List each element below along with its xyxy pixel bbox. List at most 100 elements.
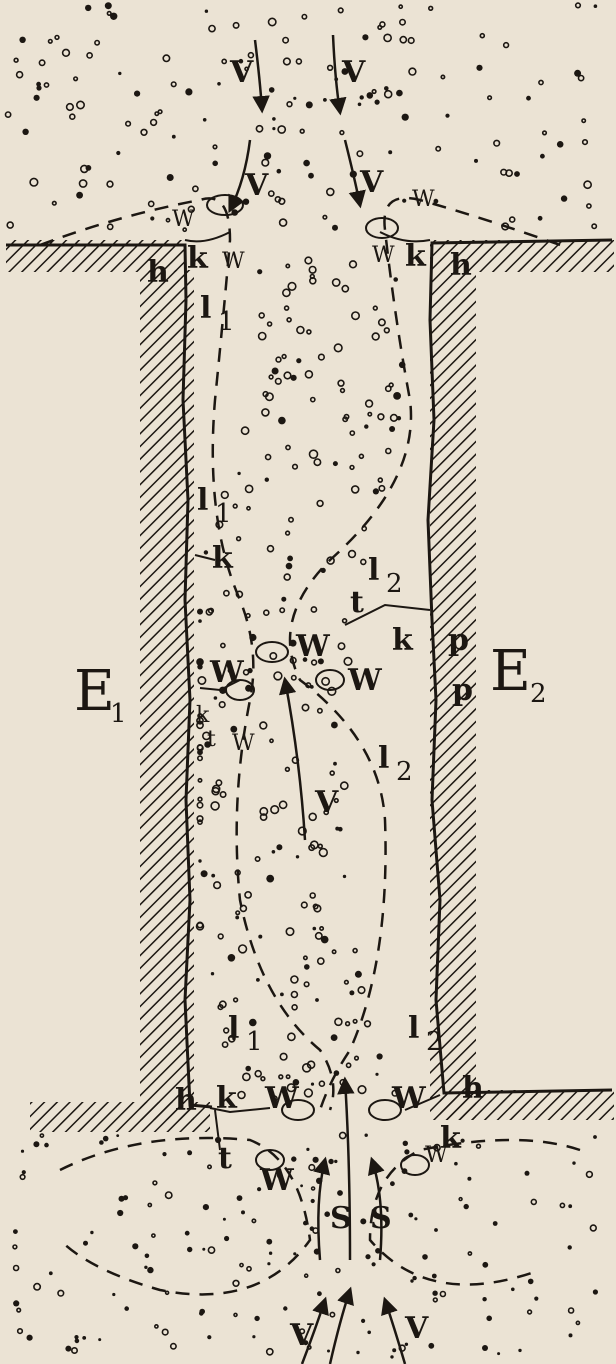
particle — [245, 892, 251, 898]
particle — [459, 1198, 462, 1201]
particle — [296, 59, 301, 64]
particle — [103, 1136, 109, 1142]
particle — [367, 1331, 371, 1335]
particle — [468, 1252, 471, 1255]
particle — [33, 1141, 39, 1147]
particle — [257, 269, 262, 274]
particle — [105, 2, 112, 9]
particle — [539, 80, 543, 84]
particle — [358, 1086, 366, 1094]
particle — [390, 1181, 395, 1186]
particle — [49, 1271, 53, 1275]
particle — [197, 803, 202, 808]
label-E2: E — [490, 639, 531, 704]
particle — [297, 327, 304, 334]
particle — [569, 1333, 573, 1337]
label-w-3: W — [372, 243, 395, 268]
label-v-2: V — [341, 55, 366, 90]
particle — [269, 87, 275, 93]
particle — [408, 1213, 413, 1218]
label-k-4: k — [392, 623, 414, 658]
particle — [386, 449, 391, 454]
particle — [53, 201, 57, 205]
particle — [132, 1243, 138, 1249]
particle — [587, 204, 591, 208]
particle — [276, 379, 282, 385]
particle — [286, 264, 289, 267]
particle — [153, 1181, 157, 1185]
particle — [238, 1092, 245, 1099]
particle — [362, 34, 368, 40]
particle — [568, 1204, 572, 1208]
particle — [276, 844, 282, 850]
label-v-7: V — [404, 1311, 429, 1346]
particle — [283, 289, 290, 296]
particle — [318, 709, 322, 713]
label-l2-a-sub: 2 — [386, 569, 403, 599]
particle — [208, 1247, 214, 1253]
particle — [333, 762, 337, 766]
particle — [199, 1309, 205, 1315]
particle — [333, 461, 338, 466]
particle — [55, 36, 59, 40]
particle — [14, 58, 18, 62]
particle — [429, 6, 433, 10]
particle — [237, 537, 241, 541]
particle — [287, 556, 293, 562]
particle — [266, 1239, 272, 1245]
particle — [20, 1175, 25, 1180]
particle — [203, 1204, 209, 1210]
particle — [494, 140, 500, 146]
particle — [302, 902, 308, 908]
particle — [221, 492, 228, 499]
particle — [467, 1177, 471, 1181]
particle — [171, 1344, 176, 1349]
particle — [330, 1312, 334, 1316]
particle — [350, 431, 354, 435]
particle — [166, 1291, 169, 1294]
particle — [335, 1018, 342, 1025]
particle — [268, 322, 272, 326]
particle — [396, 90, 403, 97]
particle — [310, 893, 315, 898]
particle — [410, 1279, 413, 1282]
particle — [391, 415, 398, 422]
particle — [151, 120, 157, 126]
particle — [144, 1266, 147, 1269]
label-v-5: V — [314, 785, 339, 820]
particle — [291, 992, 297, 998]
particle — [365, 1021, 371, 1027]
particle — [269, 375, 273, 379]
particle — [392, 1348, 396, 1352]
particle — [162, 1152, 166, 1156]
particle — [259, 313, 264, 318]
particle — [474, 159, 478, 163]
particle — [349, 551, 356, 558]
particle — [422, 1254, 428, 1260]
particle — [249, 1019, 257, 1027]
particle — [321, 568, 326, 573]
particle — [531, 1199, 536, 1204]
particle — [414, 1217, 417, 1220]
particle — [21, 1150, 24, 1153]
particle — [40, 1134, 43, 1137]
particle — [306, 101, 313, 108]
particle — [315, 998, 319, 1002]
particle — [434, 1228, 438, 1232]
particle — [242, 427, 249, 434]
particle — [266, 455, 271, 460]
particle — [384, 328, 389, 333]
particle — [272, 117, 276, 121]
particle — [388, 150, 392, 154]
particle — [561, 195, 567, 201]
particle — [308, 173, 314, 179]
particle — [582, 119, 585, 122]
label-l1-b: l — [197, 483, 208, 518]
label-v-3: V — [244, 168, 269, 203]
particle — [224, 1236, 229, 1241]
particle — [317, 1291, 322, 1296]
particle — [233, 504, 237, 508]
particle — [74, 1335, 78, 1339]
particle — [337, 1190, 343, 1196]
particle — [319, 1081, 324, 1086]
